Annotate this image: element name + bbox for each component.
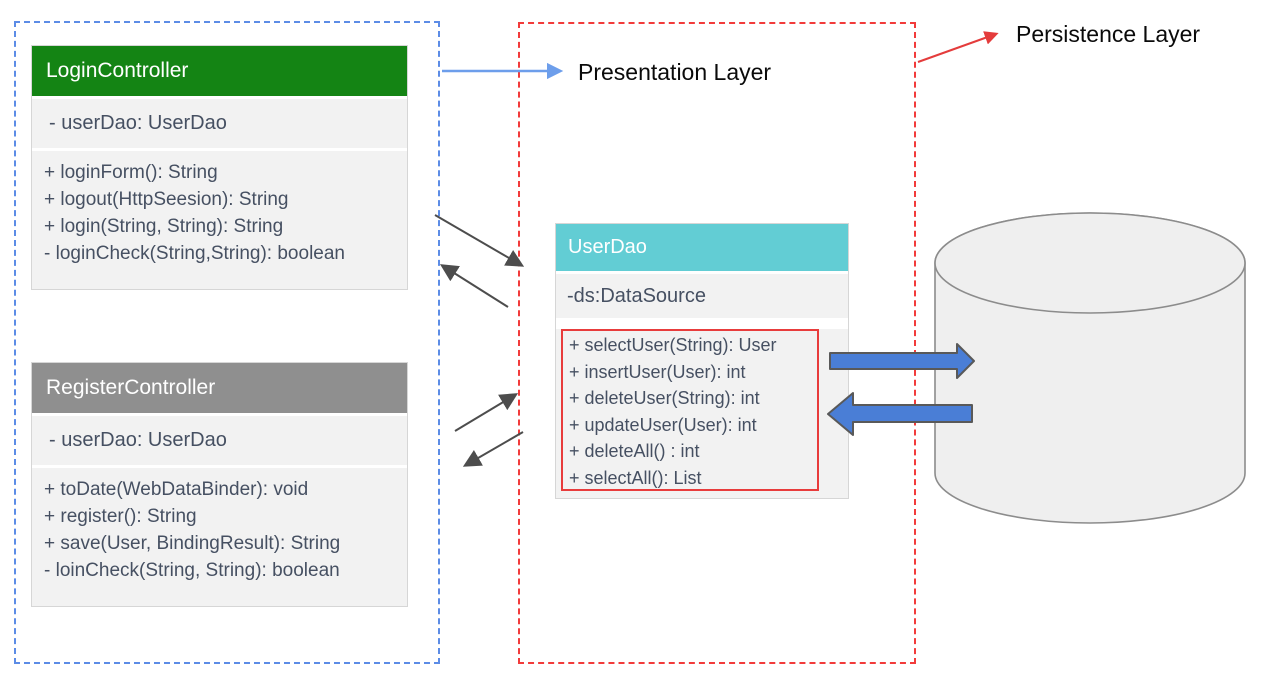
member-line: + loginForm(): String [44, 162, 218, 183]
db-label: DB [1070, 376, 1110, 406]
dao-to-login-connector [439, 264, 509, 308]
member-line: - loginCheck(String,String): boolean [44, 243, 345, 264]
presentation-layer-label: Presentation Layer [578, 59, 772, 85]
class-methods-register-controller: + toDate(WebDataBinder): void + register(… [32, 468, 407, 606]
persistence-label-arrow [917, 31, 999, 63]
register-to-dao-connector [454, 393, 519, 432]
class-title-user-dao: UserDao [556, 224, 848, 271]
member-line: - loinCheck(String, String): boolean [44, 560, 340, 581]
class-field-register-controller: - userDao: UserDao [32, 416, 407, 465]
class-field-user-dao: -ds:DataSource [556, 274, 848, 318]
class-field-login-controller: - userDao: UserDao [32, 99, 407, 148]
member-line: + save(User, BindingResult): String [44, 533, 341, 554]
class-title-register-controller: RegisterController [32, 363, 407, 413]
member-line: + selectUser(String): User [569, 335, 777, 355]
member-line: + logout(HttpSeesion): String [44, 189, 289, 210]
class-box-user-dao: UserDao -ds:DataSource + selectUser(Stri… [555, 223, 849, 499]
member-line: + login(String, String): String [44, 216, 284, 237]
presentation-layer-boundary [14, 21, 440, 664]
member-line: + insertUser(User): int [569, 361, 746, 382]
member-line: + deleteAll() : int [569, 441, 700, 461]
class-box-register-controller: RegisterController - userDao: UserDao + … [31, 362, 408, 607]
database-cylinder-icon [934, 212, 1246, 524]
class-methods-login-controller: + loginForm(): String + logout(HttpSeesio… [32, 151, 407, 289]
class-title-login-controller: LoginController [32, 46, 407, 96]
member-line: + register(): String [44, 506, 197, 527]
member-line: + toDate(WebDataBinder): void [44, 479, 309, 500]
member-line: + deleteUser(String): int [569, 388, 760, 408]
member-line: + updateUser(User): int [569, 414, 757, 435]
dao-to-register-connector [462, 431, 524, 467]
member-line: + selectAll(): List [569, 467, 702, 488]
method-highlight-frame: + selectUser(String): User + insertUser(U… [561, 329, 819, 491]
persistence-layer-label: Persistence Layer [1016, 21, 1201, 47]
class-methods-user-dao: + selectUser(String): User + insertUser(U… [556, 329, 848, 498]
login-to-dao-connector [434, 214, 525, 267]
class-box-login-controller: LoginController - userDao: UserDao + log… [31, 45, 408, 290]
